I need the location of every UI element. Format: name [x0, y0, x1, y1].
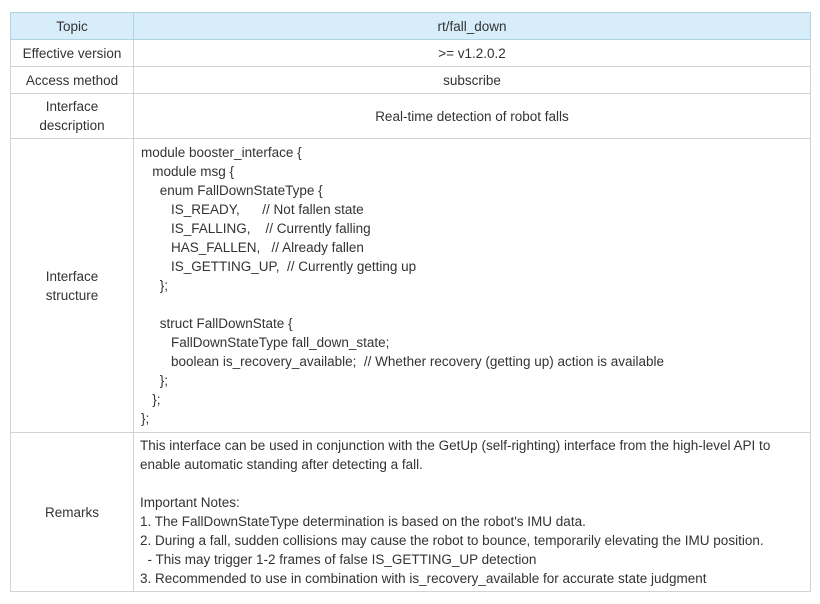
table-row-interface-structure: Interface structure module booster_inter…	[10, 138, 811, 433]
table-row-topic: Topic rt/fall_down	[10, 12, 811, 40]
interface-description-value: Real-time detection of robot falls	[133, 93, 811, 139]
effective-version-value: >= v1.2.0.2	[133, 39, 811, 67]
access-method-label: Access method	[10, 66, 134, 94]
effective-version-label: Effective version	[10, 39, 134, 67]
interface-spec-table: Topic rt/fall_down Effective version >= …	[10, 12, 811, 592]
remarks-label: Remarks	[10, 432, 134, 592]
remarks-text: This interface can be used in conjunctio…	[133, 432, 811, 592]
interface-structure-label: Interface structure	[10, 138, 134, 433]
table-row-access-method: Access method subscribe	[10, 66, 811, 94]
table-row-interface-description: Interface description Real-time detectio…	[10, 93, 811, 139]
interface-description-label: Interface description	[10, 93, 134, 139]
topic-label: Topic	[10, 12, 134, 40]
interface-structure-code: module booster_interface { module msg { …	[133, 138, 811, 433]
access-method-value: subscribe	[133, 66, 811, 94]
table-row-remarks: Remarks This interface can be used in co…	[10, 432, 811, 592]
topic-value: rt/fall_down	[133, 12, 811, 40]
table-row-effective-version: Effective version >= v1.2.0.2	[10, 39, 811, 67]
